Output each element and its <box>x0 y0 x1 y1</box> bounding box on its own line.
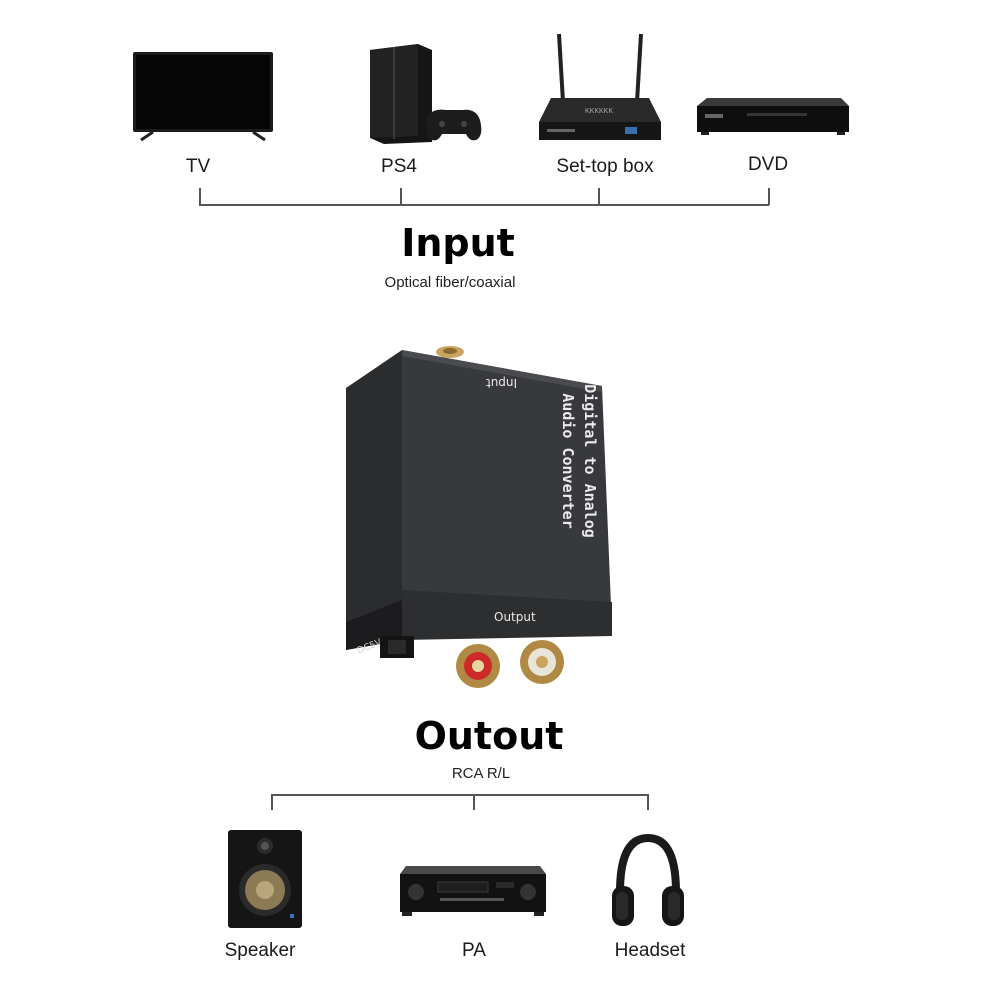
input-bracket-tick-ps4 <box>400 188 402 205</box>
input-bracket-tick-tv <box>199 188 201 205</box>
output-bracket-tick-center <box>473 794 475 810</box>
dvd-player-icon <box>697 98 849 135</box>
svg-text:KKKKKK: KKKKKK <box>585 108 613 115</box>
converter-device <box>346 346 612 688</box>
device-label-pa: PA <box>462 940 486 961</box>
converter-input-label: Input <box>486 376 518 390</box>
set-top-box-icon: KKKKKK <box>539 33 661 140</box>
converter-side-label-2: Audio Converter <box>559 393 577 529</box>
device-label-ps4: PS4 <box>381 156 417 177</box>
input-subheading: Optical fiber/coaxial <box>384 274 516 291</box>
tv-icon <box>133 52 273 142</box>
output-heading: Outout <box>414 714 564 758</box>
output-bracket-tick-speaker <box>271 794 273 810</box>
input-bracket-tick-dvd <box>768 188 770 205</box>
device-label-speaker: Speaker <box>224 940 296 961</box>
amplifier-icon <box>400 866 546 916</box>
device-label-dvd: DVD <box>747 154 789 175</box>
converter-side-label-1: Digital to Analog <box>581 384 599 538</box>
output-subheading: RCA R/L <box>451 765 511 782</box>
device-label-set-top-box: Set-top box <box>556 156 654 177</box>
input-bracket-tick-stb <box>598 188 600 205</box>
device-label-headset: Headset <box>614 940 686 961</box>
ps4-console-icon <box>370 44 482 144</box>
input-bracket-line <box>199 204 769 206</box>
headphones-icon <box>612 833 684 926</box>
input-heading: Input <box>401 221 515 265</box>
output-bracket-line <box>271 794 648 796</box>
device-label-tv: TV <box>185 156 211 177</box>
output-bracket-tick-headset <box>647 794 649 810</box>
converter-output-label: Output <box>494 610 536 624</box>
speaker-icon <box>228 830 302 928</box>
